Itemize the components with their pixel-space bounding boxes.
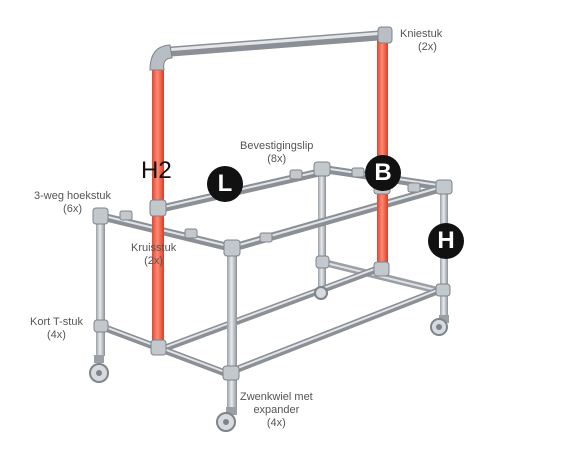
label-kniestuk-qty: (2x): [418, 41, 437, 53]
marker-h2: H2: [141, 157, 172, 184]
label-hoekstuk-qty: (6x): [63, 203, 82, 215]
label-hoekstuk: 3-weg hoekstuk (6x): [34, 190, 111, 216]
label-kniestuk-name: Kniestuk: [400, 28, 443, 40]
label-kort-t-stuk-qty: (4x): [47, 329, 66, 341]
caster-wheels: [89, 286, 449, 432]
top-handle-bar: [160, 30, 390, 57]
label-kruisstuk-name: Kruisstuk: [131, 242, 177, 254]
marker-l-badge: L: [207, 166, 243, 202]
lower-rail: [96, 264, 444, 378]
label-zwenkwiel-name2: expander: [253, 404, 300, 416]
label-kort-t-stuk-name: Kort T-stuk: [30, 316, 83, 328]
label-zwenkwiel-qty: (4x): [266, 417, 286, 429]
caster-back-left: [314, 286, 328, 300]
label-kruisstuk: Kruisstuk (2x): [131, 242, 176, 268]
marker-b-badge: B: [365, 155, 401, 191]
label-bevestigingslip: Bevestigingslip (8x): [240, 140, 313, 166]
label-zwenkwiel-name: Zwenkwiel met: [240, 391, 313, 403]
caster-front-right: [216, 407, 237, 432]
label-bevestigingslip-name: Bevestigingslip: [240, 140, 314, 152]
marker-h-badge: H: [428, 223, 464, 259]
red-uprights: [152, 38, 388, 348]
caster-front-left: [89, 355, 109, 383]
label-bevestigingslip-qty: (8x): [267, 153, 287, 165]
label-kniestuk: Kniestuk (2x): [400, 28, 442, 54]
label-kort-t-stuk: Kort T-stuk (4x): [30, 316, 83, 342]
label-kruisstuk-qty: (2x): [144, 255, 164, 267]
elbow-fittings: [149, 26, 393, 71]
caster-back-right: [430, 315, 449, 336]
front-legs: [96, 216, 237, 408]
label-hoekstuk-name: 3-weg hoekstuk: [34, 190, 112, 202]
label-zwenkwiel: Zwenkwiel met expander (4x): [240, 391, 313, 430]
